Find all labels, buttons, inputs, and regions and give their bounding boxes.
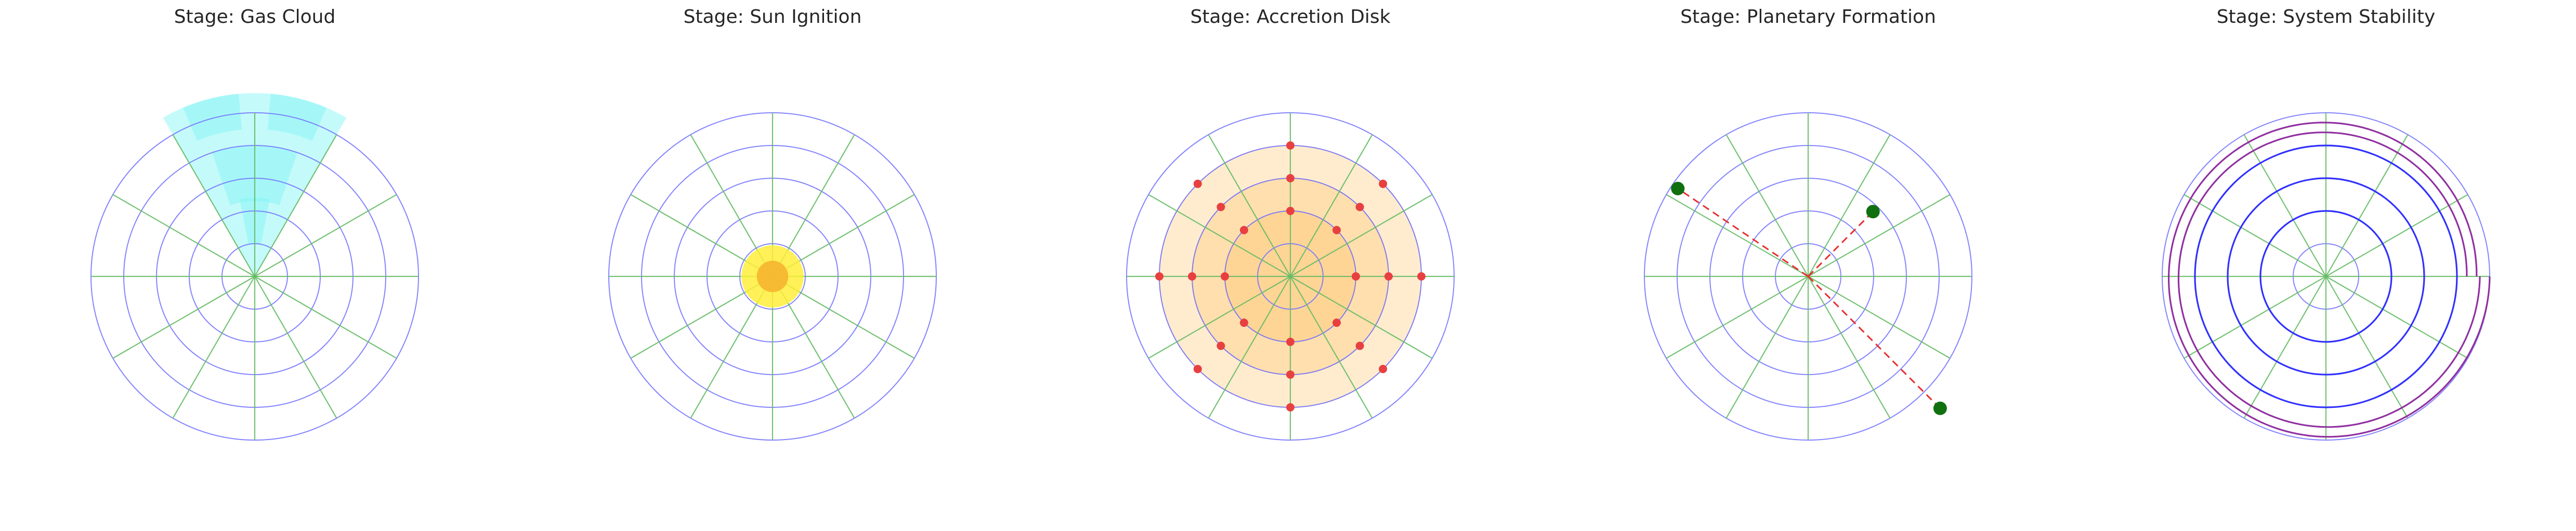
- disk-particle: [1239, 225, 1248, 234]
- disk-particle: [1286, 370, 1294, 379]
- stable-orbit: [2194, 144, 2458, 408]
- polar-plot: [90, 93, 419, 441]
- spoke-gridline: [254, 134, 337, 277]
- disk-particle: [1217, 341, 1225, 350]
- disk-particle: [1286, 141, 1294, 150]
- disk-particle: [1221, 272, 1229, 281]
- spoke-gridline: [1725, 134, 1809, 277]
- panel-sun-ignition: Stage: Sun Ignition: [608, 6, 937, 441]
- spoke-gridline: [1290, 276, 1373, 419]
- disk-particle: [1193, 179, 1202, 188]
- disk-particle: [1352, 272, 1360, 281]
- spoke-gridline: [254, 276, 337, 419]
- polar-plot: [608, 112, 937, 441]
- disk-particle: [1155, 272, 1163, 281]
- disk-particle: [1379, 365, 1388, 374]
- spoke-gridline: [1666, 276, 1809, 359]
- spoke-gridline: [1808, 276, 1891, 419]
- planet-path: [1677, 188, 1809, 277]
- spoke-gridline: [2243, 276, 2326, 419]
- data-layer: [2168, 122, 2491, 438]
- spoke-gridline: [2243, 134, 2326, 277]
- planet-path: [1807, 211, 1874, 277]
- panel-title: Stage: Planetary Formation: [1680, 6, 1936, 28]
- data-layer: [1671, 181, 1947, 415]
- spoke-gridline: [112, 276, 255, 359]
- gas-cloud-wedge: [183, 94, 242, 141]
- panel-gas-cloud: Stage: Gas Cloud: [90, 6, 419, 441]
- planet-path: [1807, 275, 1941, 409]
- panel-title: Stage: Accretion Disk: [1190, 6, 1390, 28]
- spoke-gridline: [172, 134, 255, 277]
- gas-cloud-wedge: [267, 94, 326, 141]
- spoke-gridline: [1666, 194, 1809, 277]
- polar-grid: [90, 112, 419, 441]
- spoke-gridline: [254, 276, 397, 359]
- spoke-gridline: [1290, 276, 1433, 359]
- polar-plot: [1644, 112, 1972, 441]
- spoke-gridline: [2183, 276, 2326, 359]
- data-layer: [741, 245, 804, 308]
- disk-particle: [1217, 203, 1225, 211]
- stable-orbit: [2227, 177, 2425, 376]
- spoke-gridline: [2183, 194, 2326, 277]
- spoke-gridline: [112, 194, 255, 277]
- outer-spiral-orbit: [2177, 131, 2481, 428]
- polar-plot: [1126, 112, 1455, 441]
- disk-particle: [1239, 318, 1248, 327]
- planet-point: [1866, 205, 1880, 219]
- planet-point: [1671, 181, 1685, 195]
- spoke-gridline: [2325, 194, 2468, 277]
- stable-orbit: [2259, 210, 2392, 343]
- spoke-gridline: [1808, 276, 1951, 359]
- disk-particle: [1355, 341, 1364, 350]
- spoke-gridline: [1208, 276, 1291, 419]
- spoke-gridline: [2325, 134, 2409, 277]
- disk-particle: [1188, 272, 1196, 281]
- disk-particle: [1332, 318, 1341, 327]
- spoke-gridline: [1808, 134, 1891, 277]
- disk-particle: [1193, 365, 1202, 374]
- data-layer: [1155, 141, 1426, 411]
- disk-particle: [1286, 207, 1294, 215]
- disk-particle: [1286, 403, 1294, 411]
- panel-system-stability: Stage: System Stability: [2162, 6, 2491, 441]
- spoke-gridline: [1148, 276, 1291, 359]
- panel-accretion-disk: Stage: Accretion Disk: [1126, 6, 1455, 441]
- spoke-gridline: [1148, 194, 1291, 277]
- spoke-gridline: [172, 276, 255, 419]
- disk-particle: [1286, 338, 1294, 346]
- polar-plot: [2162, 112, 2491, 441]
- sun-core: [756, 260, 789, 293]
- panel-title: Stage: Sun Ignition: [684, 6, 862, 28]
- panel-planetary-formation: Stage: Planetary Formation: [1644, 6, 1972, 441]
- disk-particle: [1384, 272, 1393, 281]
- disk-particle: [1417, 272, 1426, 281]
- panel-title: Stage: System Stability: [2217, 6, 2436, 28]
- spoke-gridline: [2325, 276, 2409, 419]
- spoke-gridline: [2325, 276, 2468, 359]
- outer-spiral-orbit: [2168, 122, 2491, 438]
- panel-title: Stage: Gas Cloud: [174, 6, 336, 28]
- disk-particle: [1379, 179, 1388, 188]
- spoke-gridline: [1208, 134, 1291, 277]
- spoke-gridline: [254, 194, 397, 277]
- disk-particle: [1286, 174, 1294, 182]
- spoke-gridline: [1808, 194, 1951, 277]
- spoke-gridline: [1725, 276, 1809, 419]
- polar-grid: [1644, 112, 1972, 441]
- disk-particle: [1355, 203, 1364, 211]
- planet-point: [1933, 401, 1947, 415]
- disk-particle: [1332, 225, 1341, 234]
- spoke-gridline: [1290, 134, 1373, 277]
- spoke-gridline: [1290, 194, 1433, 277]
- polar-grid: [1126, 112, 1455, 441]
